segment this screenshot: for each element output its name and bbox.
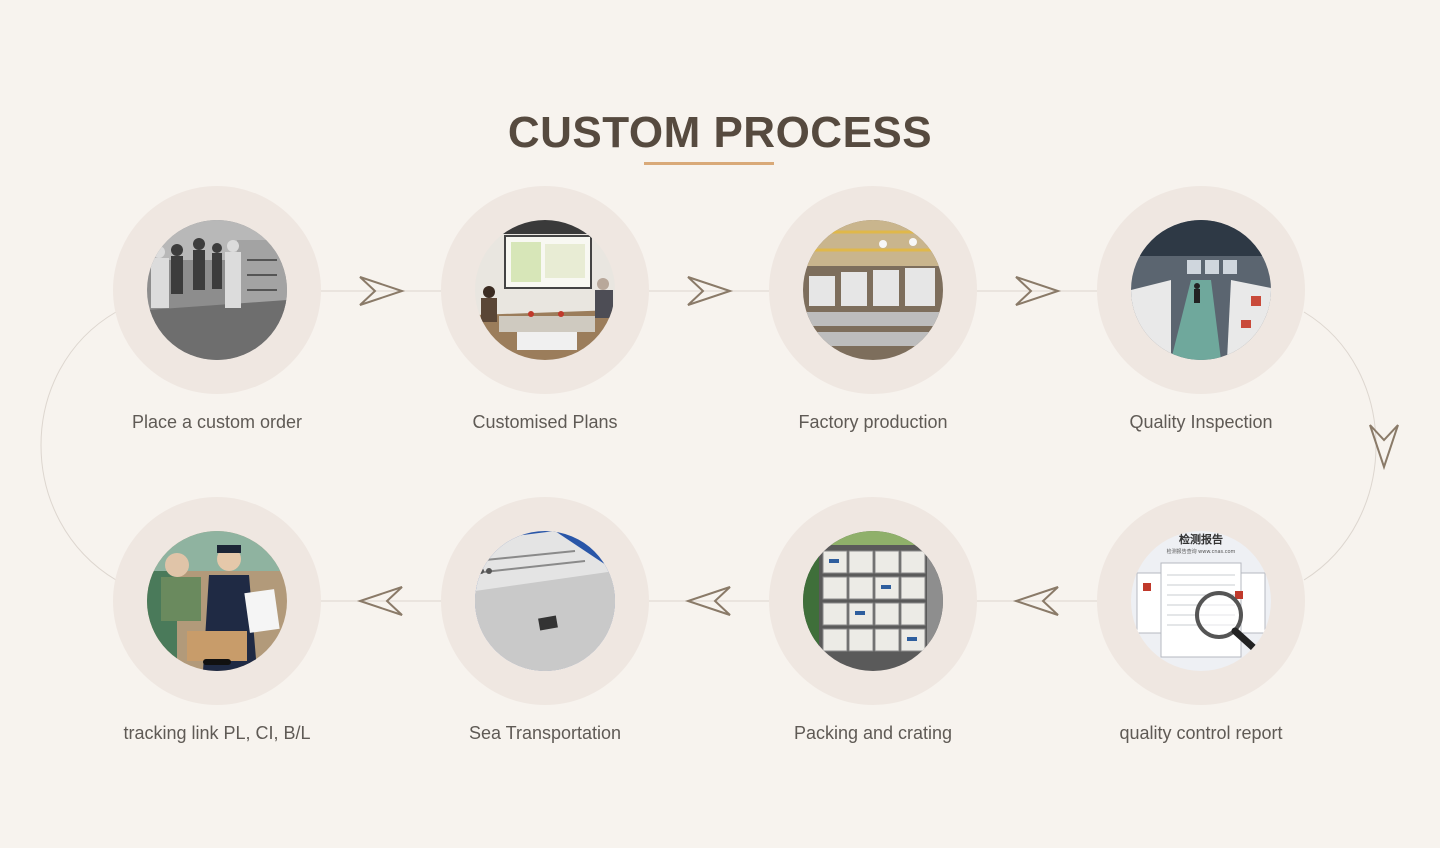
meeting-room-photo-icon xyxy=(475,220,615,360)
customs-officer-photo-icon xyxy=(147,531,287,671)
arrow-right-icon xyxy=(687,276,734,306)
page-title: CUSTOM PROCESS xyxy=(507,108,933,157)
step-customised-plans: Customised Plans xyxy=(415,186,675,446)
step-label: Packing and crating xyxy=(793,723,953,743)
arrow-down-icon xyxy=(1369,424,1399,471)
report-magnifier-photo-icon: 检测报告 检测报告查询 www.cnas.com xyxy=(1131,531,1271,671)
report-subheading: 检测报告查询 www.cnas.com xyxy=(1167,548,1236,555)
title-underline xyxy=(644,162,774,165)
step-circle xyxy=(441,497,649,705)
factory-floor-photo-icon xyxy=(803,220,943,360)
step-circle: 检测报告 检测报告查询 www.cnas.com xyxy=(1097,497,1305,705)
step-circle xyxy=(769,186,977,394)
arrow-right-icon xyxy=(1015,276,1062,306)
step-quality-control-report: 检测报告 检测报告查询 www.cnas.com quality control… xyxy=(1071,497,1331,757)
step-label: Quality Inspection xyxy=(1129,412,1273,432)
step-circle xyxy=(113,186,321,394)
step-sea-transportation: Sea Transportation xyxy=(415,497,675,757)
step-label: Sea Transportation xyxy=(468,723,622,743)
step-circle xyxy=(769,497,977,705)
step-circle xyxy=(441,186,649,394)
step-label: Factory production xyxy=(798,412,948,432)
step-label: Customised Plans xyxy=(472,412,618,432)
crowd-photo-icon xyxy=(147,220,287,360)
inspection-line-photo-icon xyxy=(1131,220,1271,360)
arrow-left-icon xyxy=(684,586,731,616)
step-packing-crating: Packing and crating xyxy=(743,497,1003,757)
step-factory-production: Factory production xyxy=(743,186,1003,446)
step-tracking-link: tracking link PL, CI, B/L xyxy=(87,497,347,757)
step-circle xyxy=(113,497,321,705)
step-label: quality control report xyxy=(1119,723,1283,743)
arrow-left-icon xyxy=(1012,586,1059,616)
step-place-custom-order: Place a custom order xyxy=(87,186,347,446)
stacked-boxes-photo-icon xyxy=(803,531,943,671)
step-label: Place a custom order xyxy=(131,412,303,432)
step-quality-inspection: Quality Inspection xyxy=(1071,186,1331,446)
step-circle xyxy=(1097,186,1305,394)
step-label: tracking link PL, CI, B/L xyxy=(123,723,311,743)
cruise-ship-photo-icon xyxy=(475,531,615,671)
report-heading: 检测报告 xyxy=(1179,532,1223,546)
arrow-left-icon xyxy=(356,586,403,616)
arrow-right-icon xyxy=(359,276,406,306)
